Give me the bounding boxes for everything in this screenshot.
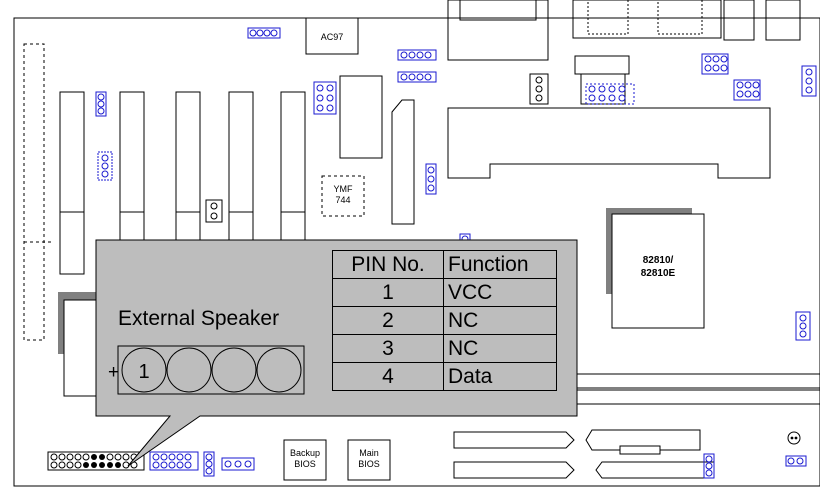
ymf744-chip (321, 175, 365, 217)
plus-sign: + (108, 362, 119, 383)
pin-function-cell: Data (443, 362, 557, 391)
speaker-pin-2 (166, 347, 212, 393)
isa-slot-dashed (23, 43, 45, 341)
pin-function-cell: NC (443, 306, 557, 335)
chipset-82810 (611, 213, 705, 329)
front-panel-header (47, 451, 145, 471)
main-bios-chip (347, 439, 391, 481)
ide-fdd-connectors (453, 373, 820, 479)
speaker-connector: + 1 (108, 345, 305, 395)
header-pin-no: PIN No. (332, 250, 444, 279)
pci-slots (59, 91, 306, 275)
board-outline (13, 17, 820, 487)
callout-title: External Speaker (118, 307, 280, 330)
riser-slot (339, 75, 383, 159)
amr-slot (391, 99, 415, 225)
speaker-pin-4 (256, 347, 302, 393)
chipset-label: 82810/82810E (641, 255, 676, 279)
rear-io-connectors (447, 0, 801, 105)
ac97-chip (305, 17, 359, 55)
pin-number-cell: 1 (332, 278, 444, 307)
pin-function-cell: VCC (443, 278, 557, 307)
pin-number-cell: 4 (332, 362, 444, 391)
backup-bios-chip (283, 439, 327, 481)
pin-number-cell: 3 (332, 334, 444, 363)
power-connector (205, 73, 549, 223)
table-header-row: PIN No.Function (332, 250, 557, 279)
pin-number-cell: 2 (332, 306, 444, 335)
pin-headers (95, 27, 817, 479)
speaker-pin-1 (121, 347, 167, 393)
pin-function-cell: NC (443, 334, 557, 363)
speaker-pin-3 (211, 347, 257, 393)
header-function: Function (443, 250, 557, 279)
speaker-pins-highlight (83, 454, 121, 468)
battery (787, 431, 801, 445)
pin-1-label: 1 (138, 361, 149, 383)
ac97-label: AC97 (321, 32, 344, 42)
dimm-slots (447, 107, 771, 179)
